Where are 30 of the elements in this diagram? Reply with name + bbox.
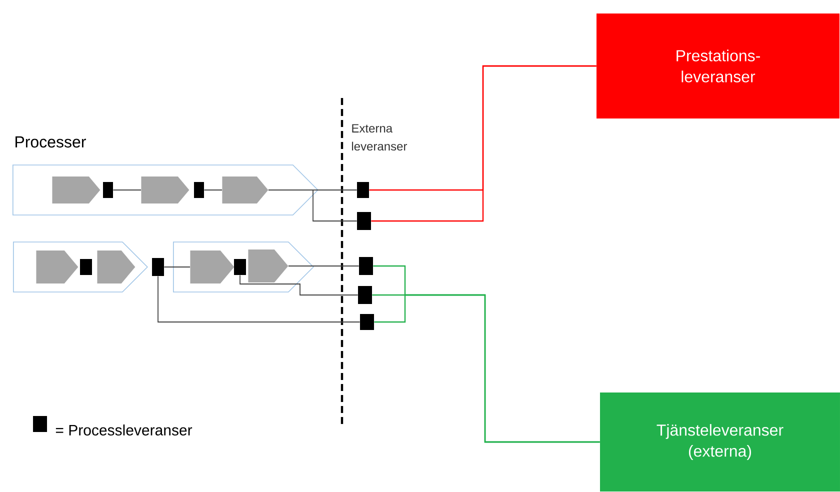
process-step xyxy=(248,250,288,282)
process-group-outline xyxy=(13,242,148,292)
deliverable-square xyxy=(357,212,371,230)
deliverable-square xyxy=(357,182,369,198)
connector-line xyxy=(158,276,360,322)
process-group-outline xyxy=(12,164,318,216)
deliverable-square xyxy=(194,182,204,198)
process-step xyxy=(190,250,234,284)
connector-line xyxy=(164,266,190,268)
column-heading: Externa leveranser xyxy=(352,124,408,151)
deliverable-square xyxy=(360,314,374,330)
deliverable-square xyxy=(234,259,246,275)
deliverable-square xyxy=(80,259,92,275)
deliverable-square xyxy=(152,258,164,276)
deliverable-box: Tjänsteleveranser (externa) xyxy=(600,392,840,492)
deliverable-box: Prestations- leveranser xyxy=(596,14,840,118)
deliverable-square xyxy=(358,286,372,304)
section-heading: Processer xyxy=(16,136,86,148)
process-step xyxy=(141,176,190,204)
process-group-outline xyxy=(173,242,314,292)
deliverable-square xyxy=(103,182,113,198)
process-step xyxy=(36,250,78,284)
connector-line xyxy=(240,274,358,296)
connector-line xyxy=(371,65,596,222)
legend-text: = Processleveranser xyxy=(56,424,192,436)
process-step xyxy=(97,250,136,284)
process-step xyxy=(222,176,268,204)
connector-line xyxy=(268,190,358,222)
deliverable-square xyxy=(359,257,373,275)
process-step xyxy=(52,176,100,204)
